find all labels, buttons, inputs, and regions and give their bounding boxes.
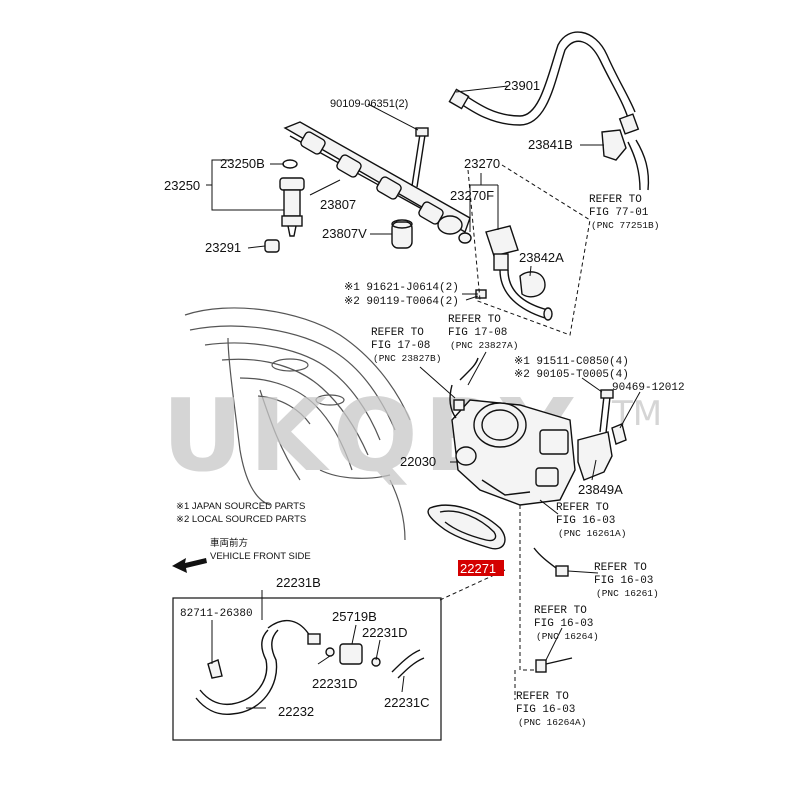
label-90109-06351: 90109-06351(2) — [330, 98, 408, 110]
fuel-hose-23901 — [448, 31, 650, 191]
subassembly-labels: 22231B 82711-26380 25719B 22231D 22231D … — [180, 575, 430, 719]
svg-text:FIG 16-03: FIG 16-03 — [556, 515, 615, 527]
label-23270: 23270 — [464, 156, 500, 171]
svg-text:(PNC 16264): (PNC 16264) — [536, 631, 599, 642]
svg-text:(PNC 16261): (PNC 16261) — [596, 588, 659, 599]
label-82711-26380: 82711-26380 — [180, 608, 253, 620]
throttle-body-22030 — [449, 357, 576, 506]
label-23842a: 23842A — [519, 250, 564, 265]
svg-text:FIG 17-08: FIG 17-08 — [371, 340, 430, 352]
svg-text:FIG 16-03: FIG 16-03 — [534, 618, 593, 630]
ref-16-03-16264a: REFER TO FIG 16-03 (PNC 16264A) — [516, 691, 586, 728]
front-label-en: VEHICLE FRONT SIDE — [210, 551, 311, 562]
label-22231d-left: 22231D — [312, 676, 358, 691]
bracket-23849a — [577, 431, 613, 481]
label-90119-t0064: ※2 90119-T0064(2) — [344, 296, 459, 308]
label-23901: 23901 — [504, 78, 540, 93]
note-japan: ※1 JAPAN SOURCED PARTS — [176, 501, 305, 512]
svg-text:REFER TO: REFER TO — [448, 314, 501, 326]
insulator-23807v — [391, 219, 413, 249]
label-22232: 22232 — [278, 704, 314, 719]
label-23291: 23291 — [205, 240, 241, 255]
svg-text:FIG 16-03: FIG 16-03 — [516, 704, 575, 716]
label-23849a: 23849A — [578, 482, 623, 497]
label-23841b: 23841B — [528, 137, 573, 152]
label-23250: 23250 — [164, 178, 200, 193]
label-23807: 23807 — [320, 197, 356, 212]
clamp-23842a — [519, 271, 546, 298]
label-23250b: 23250B — [220, 156, 265, 171]
pressure-regulator-23270 — [458, 225, 553, 321]
clip-90469 — [611, 423, 627, 445]
label-22030: 22030 — [400, 454, 436, 469]
arrow-left-icon — [172, 558, 207, 573]
part-labels: 23901 90109-06351(2) 23841B 23250B 23270… — [164, 78, 685, 497]
vehicle-front-indicator: 車両前方 VEHICLE FRONT SIDE — [172, 537, 311, 573]
svg-text:(PNC 23827B): (PNC 23827B) — [373, 353, 441, 364]
svg-text:REFER TO: REFER TO — [556, 502, 609, 514]
label-22271: 22271 — [460, 561, 496, 576]
label-91511-c0850: ※1 91511-C0850(4) — [514, 356, 629, 368]
ref-17-08-b: REFER TO FIG 17-08 (PNC 23827B) — [371, 327, 441, 364]
label-91621-j0614: ※1 91621-J0614(2) — [344, 282, 459, 294]
fuel-rail — [283, 121, 471, 235]
svg-text:REFER TO: REFER TO — [589, 194, 642, 206]
svg-text:FIG 16-03: FIG 16-03 — [594, 575, 653, 587]
ref-77-01: REFER TO FIG 77-01 (PNC 77251B) — [589, 194, 659, 231]
front-label-jp: 車両前方 — [210, 537, 248, 549]
label-90105-t0005: ※2 90105-T0005(4) — [514, 369, 629, 381]
bolts-91511 — [599, 389, 614, 434]
svg-text:REFER TO: REFER TO — [534, 605, 587, 617]
ref-16-03-16261: REFER TO FIG 16-03 (PNC 16261) — [594, 562, 659, 599]
label-22231c: 22231C — [384, 695, 430, 710]
svg-text:REFER TO: REFER TO — [516, 691, 569, 703]
label-25719b: 25719B — [332, 609, 377, 624]
ref-16-03-16261a: REFER TO FIG 16-03 (PNC 16261A) — [556, 502, 626, 539]
leader-lines — [206, 85, 641, 709]
bracket-23841b — [601, 129, 627, 161]
svg-text:REFER TO: REFER TO — [371, 327, 424, 339]
label-22231d-right: 22231D — [362, 625, 408, 640]
note-local: ※2 LOCAL SOURCED PARTS — [176, 514, 306, 525]
svg-text:REFER TO: REFER TO — [594, 562, 647, 574]
engine-outline — [184, 307, 411, 541]
svg-text:(PNC 16261A): (PNC 16261A) — [558, 528, 626, 539]
label-23270f: 23270F — [450, 188, 494, 203]
label-23807v: 23807V — [322, 226, 367, 241]
hose-subassembly-box — [172, 597, 442, 741]
ref-17-08-a: REFER TO FIG 17-08 (PNC 23827A) — [448, 314, 518, 351]
gasket-22271 — [427, 504, 506, 550]
ref-16-03-16264: REFER TO FIG 16-03 (PNC 16264) — [534, 605, 599, 642]
highlight-22271[interactable]: 22271 — [458, 560, 504, 576]
source-notes: ※1 JAPAN SOURCED PARTS ※2 LOCAL SOURCED … — [176, 501, 306, 525]
injector-23250 — [264, 159, 305, 253]
label-22231b: 22231B — [276, 575, 321, 590]
label-90469-12012: 90469-12012 — [612, 382, 685, 394]
svg-text:FIG 77-01: FIG 77-01 — [589, 207, 649, 219]
svg-text:(PNC 16264A): (PNC 16264A) — [518, 717, 586, 728]
svg-text:(PNC 77251B): (PNC 77251B) — [591, 220, 659, 231]
svg-text:(PNC 23827A): (PNC 23827A) — [450, 340, 518, 351]
svg-text:FIG 17-08: FIG 17-08 — [448, 327, 507, 339]
